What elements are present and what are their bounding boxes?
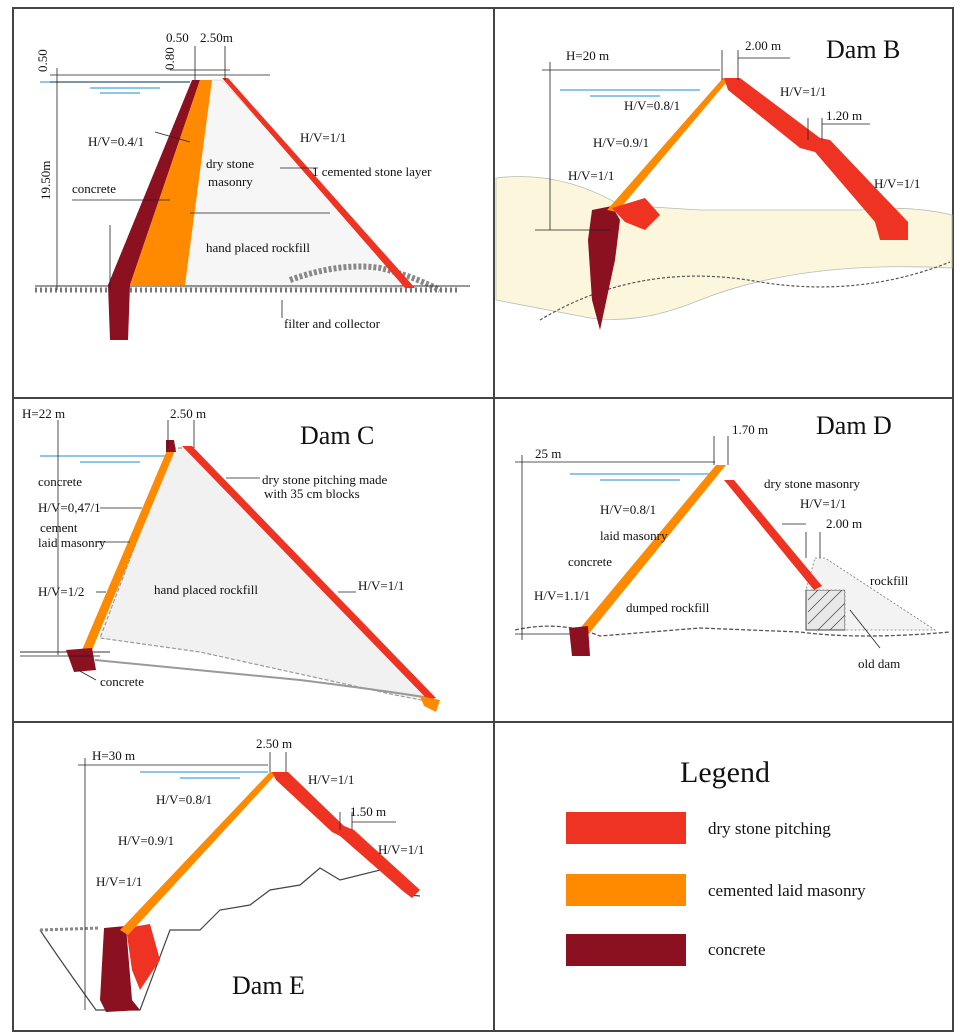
dam-c-pitching-2: with 35 cm blocks xyxy=(264,486,360,501)
dam-c-concrete-top xyxy=(166,440,176,452)
dam-c-hv-047: H/V=0,47/1 xyxy=(38,500,101,515)
dam-d-hv-11: H/V=1/1 xyxy=(800,496,846,511)
dam-b-hv-11-down-top: H/V=1/1 xyxy=(780,84,826,99)
dam-b-concrete xyxy=(588,206,620,330)
dam-e-berm: 1.50 m xyxy=(350,804,386,819)
dam-c-pitching-1: dry stone pitching made xyxy=(262,472,388,487)
dam-b-berm: 1.20 m xyxy=(826,108,862,123)
dam-e-height: H=30 m xyxy=(92,748,135,763)
dam-a-dry-stone-masonry xyxy=(130,80,212,285)
legend-label-cemented-laid-masonry: cemented laid masonry xyxy=(708,881,866,900)
panel-grid xyxy=(12,7,954,1032)
dam-d-title: Dam D xyxy=(816,411,892,440)
dam-d-hv-111: H/V=1.1/1 xyxy=(534,588,590,603)
legend-swatch-cemented-laid-masonry xyxy=(566,874,686,906)
dam-e-hv-11-down-bottom: H/V=1/1 xyxy=(378,842,424,857)
dam-c-panel: Dam C H=22 m 2.50 m concrete H/V=0,47/1 … xyxy=(20,406,440,712)
dam-e-downstream-face xyxy=(272,772,420,898)
dam-c-cement-label: cement xyxy=(40,520,78,535)
dam-d-crest: 1.70 m xyxy=(732,422,768,437)
dam-a-downstream-layer xyxy=(222,78,415,288)
dam-e-upstream-face xyxy=(120,772,278,935)
dam-c-laid-masonry-label: laid masonry xyxy=(38,535,106,550)
dam-c-concrete-bottom-label: concrete xyxy=(100,674,144,689)
dam-e-crest: 2.50 m xyxy=(256,736,292,751)
dam-a-panel: 0.50 2.50m 0.80 0.50 19.50m H/V=0.4/1 H/… xyxy=(35,30,470,340)
dam-e-hv-09: H/V=0.9/1 xyxy=(118,833,174,848)
dam-a-dim-250: 2.50m xyxy=(200,30,233,45)
dam-a-dry-stone-label: dry stone xyxy=(206,156,254,171)
dam-b-title: Dam B xyxy=(826,35,900,64)
dam-d-concrete-label: concrete xyxy=(568,554,612,569)
dam-c-title: Dam C xyxy=(300,421,374,450)
dam-b-upstream-face xyxy=(607,78,730,212)
dam-a-concrete xyxy=(108,80,200,340)
dam-d-upstream-face xyxy=(577,465,726,636)
legend-swatch-dry-stone-pitching xyxy=(566,812,686,844)
dam-c-hv-12: H/V=1/2 xyxy=(38,584,84,599)
legend-swatch-concrete xyxy=(566,934,686,966)
dam-b-hv-11-down-bottom: H/V=1/1 xyxy=(874,176,920,191)
dam-c-crest: 2.50 m xyxy=(170,406,206,421)
dam-c-rockfill-label: hand placed rockfill xyxy=(154,582,258,597)
dam-d-panel: Dam D 25 m 1.70 m H/V=0.8/1 dry stone ma… xyxy=(514,411,951,671)
dam-d-concrete-toe xyxy=(569,626,590,656)
dam-c-concrete-top-label: concrete xyxy=(38,474,82,489)
legend-label-dry-stone-pitching: dry stone pitching xyxy=(708,819,831,838)
dam-e-title: Dam E xyxy=(232,971,305,1000)
dam-b-hv-11-up: H/V=1/1 xyxy=(568,168,614,183)
dam-e-panel: Dam E H=30 m 2.50 m H/V=0.8/1 H/V=0.9/1 … xyxy=(39,736,424,1012)
legend-title: Legend xyxy=(680,756,770,789)
dam-b-crest: 2.00 m xyxy=(745,38,781,53)
dam-c-hv-11: H/V=1/1 xyxy=(358,578,404,593)
dam-a-cemented-layer-label: 1 cemented stone layer xyxy=(312,164,432,179)
dam-d-rockfill xyxy=(805,557,937,631)
dam-d-dumped-label: dumped rockfill xyxy=(626,600,710,615)
dam-b-panel: Dam B H=20 m 2.00 m H/V=0.8/1 H/V=0.9/1 … xyxy=(495,35,953,330)
dam-a-concrete-label: concrete xyxy=(72,181,116,196)
dam-b-hv-08: H/V=0.8/1 xyxy=(624,98,680,113)
dam-c-concrete-toe xyxy=(66,648,96,672)
dam-b-downstream-face xyxy=(724,78,908,240)
dam-c-downstream-face xyxy=(182,446,436,700)
dam-a-dim-1950: 19.50m xyxy=(38,161,53,200)
dam-c-upstream-face xyxy=(82,448,176,650)
dam-a-dim-050-left: 0.50 xyxy=(35,49,50,72)
dam-e-concrete xyxy=(100,926,140,1012)
legend-label-concrete: concrete xyxy=(708,940,766,959)
dam-e-hv-11-down-top: H/V=1/1 xyxy=(308,772,354,787)
dam-d-downstream-face xyxy=(724,480,822,590)
dam-d-laid-masonry-label: laid masonry xyxy=(600,528,668,543)
dam-a-masonry-label: masonry xyxy=(208,174,253,189)
dam-a-hv-up: H/V=0.4/1 xyxy=(88,134,144,149)
dam-a-rockfill-label: hand placed rockfill xyxy=(206,240,310,255)
dam-a-dim-080: 0.80 xyxy=(162,47,177,70)
dam-b-height: H=20 m xyxy=(566,48,609,63)
dam-d-old-dam-label: old dam xyxy=(858,656,900,671)
legend-panel: Legend dry stone pitching cemented laid … xyxy=(566,756,866,966)
dam-d-berm: 2.00 m xyxy=(826,516,862,531)
dam-d-dry-masonry-label: dry stone masonry xyxy=(764,476,861,491)
dam-d-rockfill-label: rockfill xyxy=(870,573,909,588)
dam-a-filter-label: filter and collector xyxy=(284,316,381,331)
dam-d-hv-08: H/V=0.8/1 xyxy=(600,502,656,517)
dam-a-dim-050-top: 0.50 xyxy=(166,30,189,45)
dam-d-height: 25 m xyxy=(535,446,561,461)
dam-e-valley xyxy=(39,867,421,1011)
dam-c-height: H=22 m xyxy=(22,406,65,421)
dam-e-hv-08: H/V=0.8/1 xyxy=(156,792,212,807)
dam-a-hv-down: H/V=1/1 xyxy=(300,130,346,145)
dam-b-hv-09: H/V=0.9/1 xyxy=(593,135,649,150)
dam-e-hv-11-up: H/V=1/1 xyxy=(96,874,142,889)
